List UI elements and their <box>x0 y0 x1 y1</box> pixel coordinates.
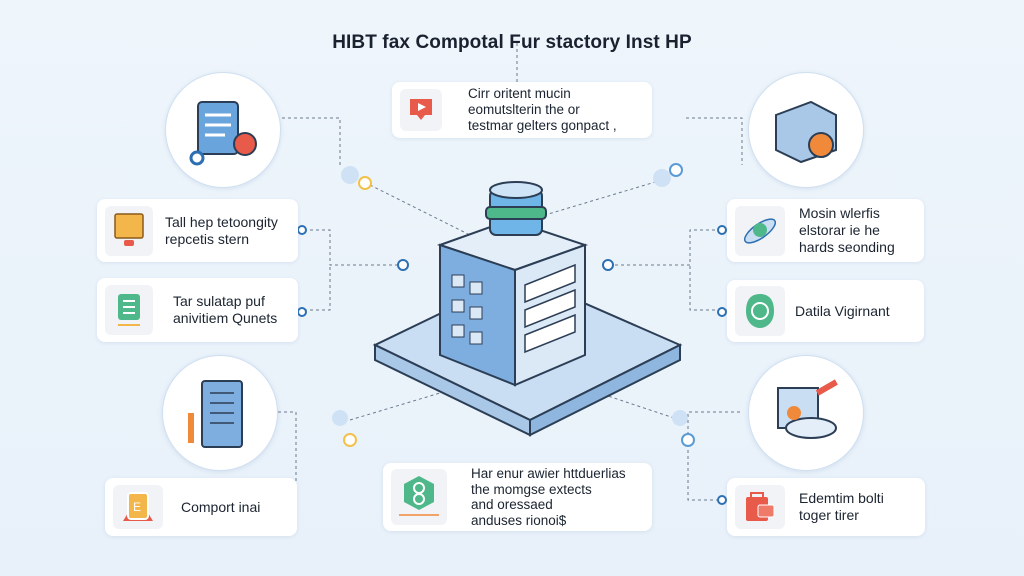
card-text: and oressaed <box>471 497 553 512</box>
card-text: Comport inai <box>181 498 261 515</box>
card-text: eomutslterin the or <box>468 102 580 117</box>
card-text: toger tirer <box>799 507 859 523</box>
laptop-shield-icon <box>777 379 838 439</box>
card-text: hards seonding <box>799 239 895 255</box>
card-text: Cirr oritent mucin <box>468 86 571 101</box>
monitor-icon <box>105 205 153 256</box>
card-text: the momgse extects <box>471 481 592 497</box>
card-left-1: Tall hep tetoongity repcetis stern <box>97 199 298 262</box>
satellite-icon <box>735 205 785 256</box>
card-text: Edemtim bolti <box>799 490 884 506</box>
card-top-center: Cirr oritent mucin eomutslterin the or t… <box>392 82 652 138</box>
video-play-icon <box>400 89 442 131</box>
card-right-2: Datila Vigirnant <box>727 280 924 342</box>
card-text: testmar gelters gonpact , <box>468 118 617 133</box>
card-text: Datila Vigirnant <box>795 302 890 319</box>
documents-illustration <box>165 72 281 188</box>
document-icon <box>105 285 153 335</box>
page-title: HIBT fax Compotal Fur stactory Inst HP <box>332 32 692 53</box>
device-coin-icon <box>775 100 837 164</box>
card-text: Tall hep tetoongity <box>165 213 278 230</box>
hexagon-plant-icon <box>391 469 447 525</box>
security-illustration <box>748 355 864 471</box>
card-text: Har enur awier httduerlias <box>471 466 626 481</box>
card-right-3: Edemtim bolti toger tirer <box>727 478 925 536</box>
server-rack-icon <box>188 380 243 448</box>
card-left-3: E Comport inai <box>105 478 297 536</box>
card-text: elstorar ie he <box>799 222 880 238</box>
document-chat-icon <box>189 101 257 166</box>
card-left-2: Tar sulatap puf anivitiem Qunets <box>97 278 298 342</box>
card-text: anduses rionoi$ <box>471 512 567 528</box>
card-bottom-center: Har enur awier httduerlias the momgse ex… <box>383 463 652 531</box>
card-text: anivitiem Qunets <box>173 310 278 326</box>
card-text: Mosin wlerfis <box>799 205 880 221</box>
card-right-1: Mosin wlerfis elstorar ie he hards seond… <box>727 199 924 262</box>
central-server-illustration <box>372 181 683 437</box>
hardware-illustration <box>748 72 864 188</box>
briefcase-icon <box>735 485 785 529</box>
svg-text:E: E <box>133 500 141 514</box>
connector-dots <box>297 163 727 505</box>
card-text: Tar sulatap puf <box>173 293 265 309</box>
shield-icon <box>735 286 785 336</box>
server-rack-illustration <box>162 355 278 471</box>
card-text: repcetis stern <box>165 230 250 247</box>
chip-icon: E <box>113 485 163 529</box>
